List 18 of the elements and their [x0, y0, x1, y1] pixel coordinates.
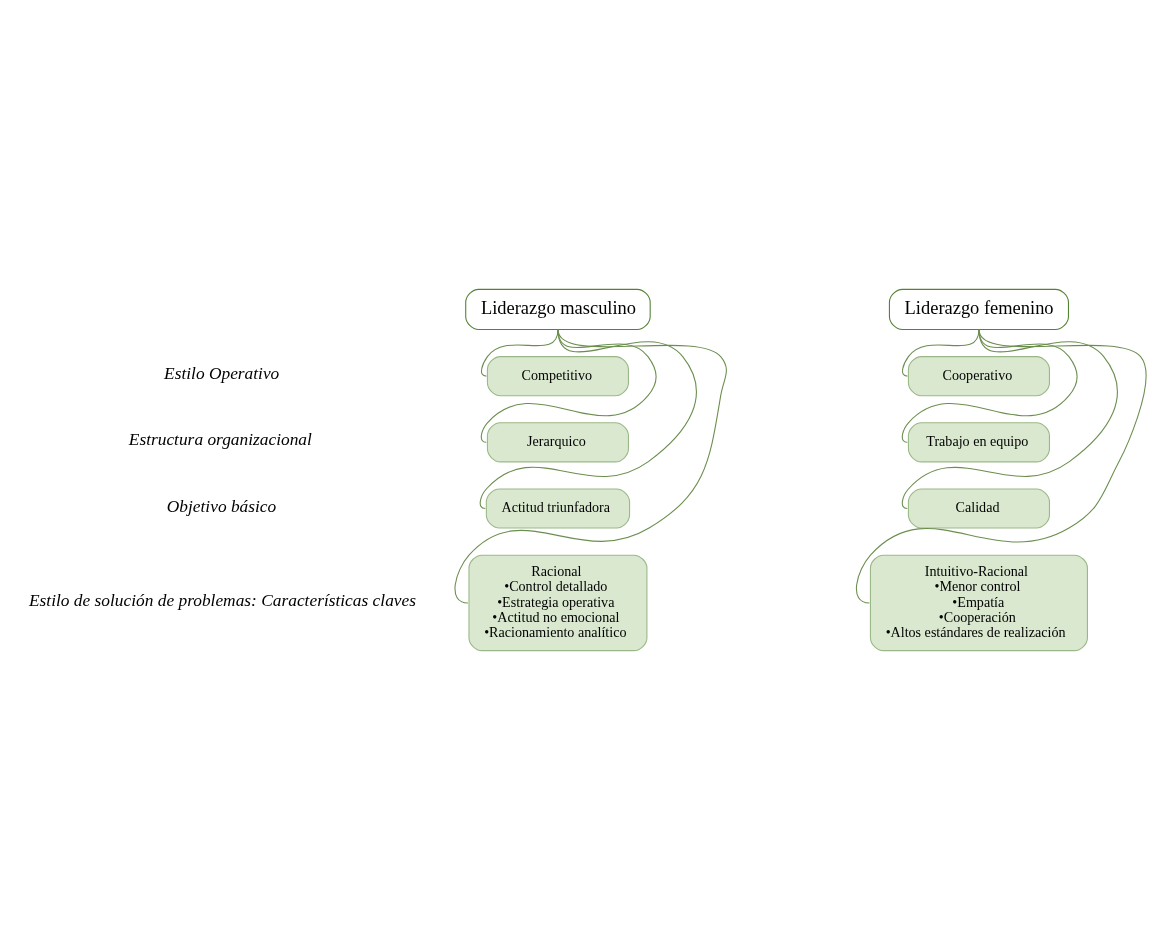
node-box: Trabajo en equipo [907, 422, 1050, 463]
node-box: Actitud triunfadora [485, 488, 631, 529]
node-box: Intuitivo-Racional •Menor control •Empatía •Cooperación •Altos estándares de realización [869, 554, 1088, 652]
node-box: Racional •Control detallado •Estrategia operativa •Actitud no emocional •Racionamiento analítico [468, 554, 648, 652]
node-box: Cooperativo [907, 356, 1050, 397]
connector [855, 328, 1147, 604]
node-box: Jerarquico [486, 422, 629, 463]
label: Objetivo básico [166, 496, 277, 516]
connector [479, 328, 697, 510]
node-box: Competitivo [486, 356, 629, 397]
node-box: Liderazgo femenino [888, 288, 1069, 331]
label: Estructura organizacional [128, 430, 312, 450]
node-box: Liderazgo masculino [465, 288, 651, 331]
connector [454, 328, 727, 604]
label: Estilo Operativo [164, 364, 280, 384]
label: Estilo de solución de problemas: Características claves [28, 590, 416, 610]
node-box: Calidad [907, 488, 1050, 529]
connector [901, 328, 1118, 510]
